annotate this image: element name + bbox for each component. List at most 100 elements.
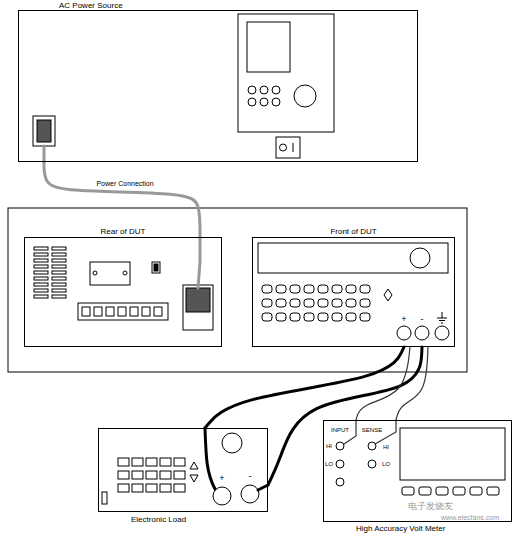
rear-panel-parts (78, 303, 168, 320)
vent-slot (52, 253, 66, 256)
rear-panel-parts (152, 262, 160, 273)
terminal-slot (94, 307, 102, 316)
load-button (118, 484, 129, 492)
load-button (160, 484, 171, 492)
load-button (160, 471, 171, 479)
front-button (290, 299, 300, 307)
meter-panel-parts (400, 428, 505, 480)
vent-slot (34, 259, 48, 262)
front-button (262, 313, 272, 321)
terminal-sign: + (401, 315, 406, 324)
terminal-sign: - (421, 315, 424, 324)
dut-housing (8, 208, 467, 372)
output-terminal (435, 326, 449, 340)
vent-slot (52, 247, 66, 250)
sense-wire (396, 347, 428, 420)
load-button (174, 458, 185, 466)
sense-wire (356, 347, 410, 420)
terminal-name: HI (326, 443, 332, 449)
meter-button (453, 487, 465, 495)
rear-panel-parts (78, 262, 168, 320)
meter-terminal (368, 442, 376, 450)
front-button (360, 285, 370, 293)
front-button (346, 285, 356, 293)
source-button (260, 98, 268, 106)
load-button (146, 471, 157, 479)
terminal-name: LO (382, 461, 390, 467)
vent-slot (34, 277, 48, 280)
power-wire (44, 162, 200, 237)
load-panel-parts (190, 462, 198, 469)
load-button (160, 458, 171, 466)
front-button (304, 299, 314, 307)
output-terminal (415, 326, 429, 340)
dut-housing (8, 208, 467, 372)
terminal-slot (154, 307, 162, 316)
instrument-box: Electronic Load (98, 428, 268, 512)
front-button (332, 313, 342, 321)
watermark: 电子发烧友 (408, 502, 453, 511)
load-panel-parts (102, 492, 107, 504)
power-inlet (183, 285, 213, 330)
rear-panel-parts (93, 271, 97, 275)
front-button (290, 285, 300, 293)
terminal-slot (130, 307, 138, 316)
ground-symbol (437, 312, 447, 323)
meter-terminal (336, 442, 344, 450)
output-terminal (397, 326, 449, 340)
power-inlet (186, 288, 210, 312)
rear-panel-parts (154, 264, 158, 271)
terminal-group-name: INPUT (331, 427, 349, 433)
load-button (118, 471, 129, 479)
meter-terminal (336, 442, 376, 486)
meter-button (402, 487, 414, 495)
connector-label: Power Connection (94, 180, 155, 188)
vent-slot (34, 295, 48, 298)
meter-panel-parts (400, 428, 505, 480)
front-button (318, 313, 328, 321)
output-terminal (397, 326, 411, 340)
terminal-group-name: SENSE (362, 427, 382, 433)
meter-terminal (336, 478, 344, 486)
ac-outlet (33, 116, 55, 146)
source-panel (276, 137, 300, 158)
source-panel (294, 85, 316, 107)
front-button (290, 313, 300, 321)
front-button (304, 285, 314, 293)
load-button (174, 471, 185, 479)
rear-panel-parts (90, 262, 130, 285)
front-button (318, 285, 328, 293)
vent-slot (52, 277, 66, 280)
front-button (332, 299, 342, 307)
source-panel (293, 143, 294, 152)
vent-slot (34, 271, 48, 274)
load-button (146, 484, 157, 492)
panel-box: Rear of DUT (24, 237, 222, 347)
front-panel-parts (410, 248, 430, 268)
ground-symbol (442, 312, 443, 318)
load-panel-parts (190, 475, 198, 482)
meter-button (470, 487, 482, 495)
panel-box: Front of DUT (252, 237, 455, 347)
source-button (248, 86, 256, 94)
ground-symbol (439, 320, 445, 321)
ac-outlet (33, 116, 55, 146)
wire-end (258, 485, 268, 490)
vent-slot (34, 265, 48, 268)
terminal-sign: + (219, 474, 224, 483)
front-panel-parts (258, 243, 448, 301)
front-panel-parts (384, 289, 392, 301)
front-button (346, 313, 356, 321)
wire-end (205, 428, 215, 489)
load-button (132, 484, 143, 492)
front-button (304, 313, 314, 321)
front-button (262, 285, 272, 293)
meter-button (436, 487, 448, 495)
vent-slot (34, 289, 48, 292)
meter-button (419, 487, 431, 495)
source-button (272, 86, 280, 94)
front-button (276, 299, 286, 307)
front-panel-parts (258, 243, 448, 273)
vent-slot (52, 259, 66, 262)
